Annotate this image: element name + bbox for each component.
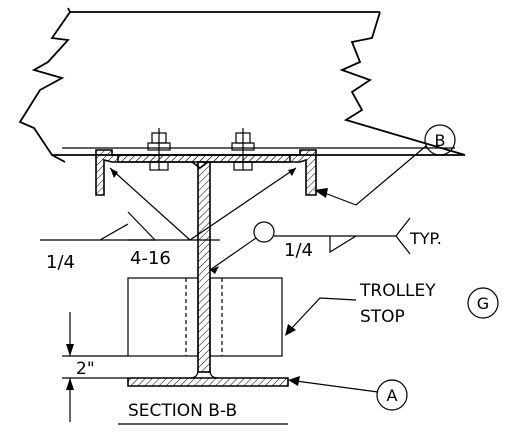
weld-symbol-left — [40, 167, 297, 241]
bolt-left — [147, 128, 171, 171]
callout-b-bubble — [424, 124, 456, 156]
i-beam-bottom-flange — [127, 369, 289, 387]
trolley-stop-leader — [285, 297, 357, 336]
weld-right-size: 1/4 — [284, 240, 313, 261]
callout-b-label: B — [435, 131, 446, 150]
i-beam-web — [197, 161, 211, 373]
weld-right-note: TYP. — [409, 229, 442, 248]
callout-a-leader — [288, 376, 379, 393]
dimension-2in-label: 2" — [76, 359, 95, 379]
callout-g-label: G — [477, 294, 489, 313]
callout-b-leader — [314, 145, 427, 206]
callout-g-bubble — [467, 287, 499, 319]
trolley-stop-line2: STOP — [360, 307, 405, 327]
bolt-right — [231, 128, 255, 171]
trolley-stop-block — [127, 277, 283, 357]
weld-left-size: 1/4 — [46, 252, 75, 273]
section-title: SECTION B-B — [128, 401, 237, 421]
weld-symbol-right — [209, 217, 411, 274]
dimension-2in — [62, 312, 128, 422]
callout-a-label: A — [387, 386, 398, 405]
trolley-stop-line1: TROLLEY — [359, 281, 436, 301]
weld-left-length-pitch: 4-16 — [130, 248, 171, 269]
callout-a-bubble — [376, 379, 408, 411]
